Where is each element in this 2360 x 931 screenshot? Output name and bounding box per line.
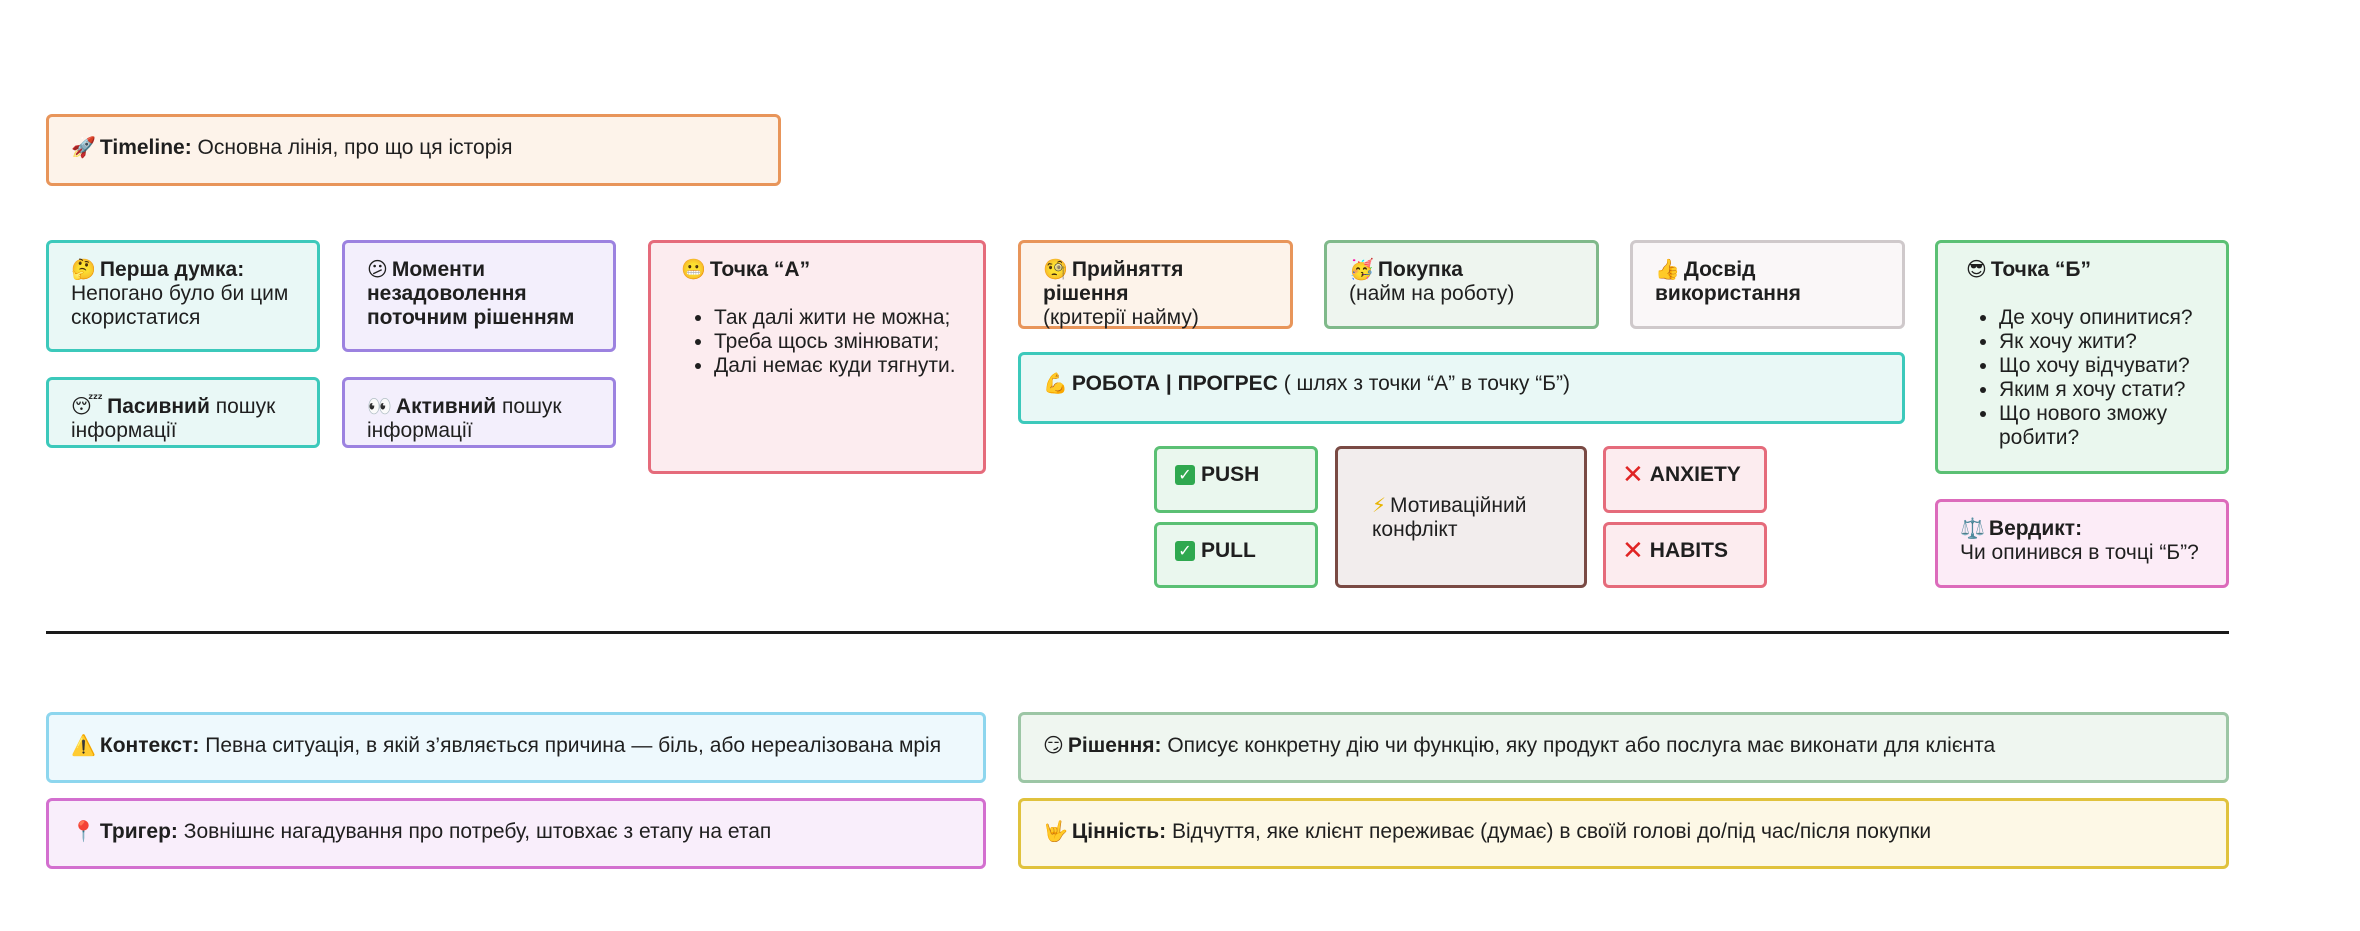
rocket-icon: 🚀 [71,135,96,159]
purchase-text: (найм на роботу) [1349,282,1515,305]
timeline-card[interactable]: 🚀Timeline: Основна лінія, про що ця істо… [46,114,781,186]
usage-label: Досвід використання [1655,258,1801,305]
anxiety-card[interactable]: ✕ANXIETY [1603,446,1767,513]
value-label: Цінність: [1071,820,1167,843]
dissatisfaction-label: Моменти незадоволення поточним рішенням [367,258,575,329]
work-progress-card[interactable]: 💪РОБОТА | ПРОГРЕС ( шлях з точки “А” в т… [1018,352,1905,424]
first-thought-card[interactable]: 🤔Перша думка: Непогано було би цим скори… [46,240,320,352]
list-item: Як хочу жити? [1999,330,2206,354]
solution-text: Описує конкретну дію чи функцію, яку про… [1161,734,1996,757]
habits-label: HABITS [1649,539,1728,562]
context-card[interactable]: ⚠️Контекст: Певна ситуація, в якій з’явл… [46,712,986,783]
active-search-text: пошук інформації [367,395,562,442]
work-progress-label: РОБОТА | ПРОГРЕС [1071,372,1278,395]
grimacing-face-icon: 😬 [681,257,706,281]
passive-search-card[interactable]: 😴Пасивний пошук інформації [46,377,320,448]
list-item: Що нового зможу робити? [1999,402,2206,450]
party-face-icon: 🥳 [1349,257,1374,281]
love-you-gesture-icon: 🤟 [1043,819,1068,843]
decision-card[interactable]: 🧐Прийняття рішення (критерії найму) [1018,240,1293,329]
motivation-text: Мотиваційний конфлікт [1372,494,1527,541]
verdict-label: Вердикт: [1988,517,2083,540]
context-text: Певна ситуація, в якій з’являється причи… [199,734,942,757]
point-a-list: Так далі жити не можна; Треба щось зміню… [681,306,963,378]
active-search-card[interactable]: 👀Активний пошук інформації [342,377,616,448]
point-b-list: Де хочу опинитися? Як хочу жити? Що хочу… [1966,306,2206,450]
thinking-face-icon: 🤔 [71,257,96,281]
lightning-icon: ⚡ [1372,493,1387,517]
thumbs-up-icon: 👍 [1655,257,1680,281]
point-a-card[interactable]: 😬Точка “А” Так далі жити не можна; Треба… [648,240,986,474]
list-item: Треба щось змінювати; [714,330,963,354]
list-item: Далі немає куди тягнути. [714,354,963,378]
list-item: Де хочу опинитися? [1999,306,2206,330]
cross-mark-icon: ✕ [1622,536,1644,566]
trigger-label: Тригер: [99,820,178,843]
decision-label: Прийняття рішення [1043,258,1184,305]
timeline-text: Основна лінія, про що ця історія [191,136,513,159]
list-item: Так далі жити не можна; [714,306,963,330]
eyes-icon: 👀 [367,394,392,418]
anxiety-label: ANXIETY [1649,463,1741,486]
context-label: Контекст: [99,734,200,757]
check-mark-icon: ✓ [1175,465,1195,485]
trigger-text: Зовнішнє нагадування про потребу, штовха… [177,820,772,843]
sunglasses-face-icon: 😎 [1966,257,1987,281]
verdict-text: Чи опинився в точці “Б”? [1960,541,2199,564]
cross-mark-icon: ✕ [1622,460,1644,490]
purchase-label: Покупка [1377,258,1463,281]
check-mark-icon: ✓ [1175,541,1195,561]
push-card[interactable]: ✓ PUSH [1154,446,1318,513]
passive-search-label: Пасивний [107,395,210,418]
confused-face-icon: 😕 [367,257,388,281]
push-label: PUSH [1201,463,1260,486]
scales-icon: ⚖️ [1960,516,1985,540]
sleeping-face-icon: 😴 [71,394,104,418]
trigger-card[interactable]: 📍Тригер: Зовнішнє нагадування про потреб… [46,798,986,869]
dissatisfaction-card[interactable]: 😕Моменти незадоволення поточним рішенням [342,240,616,352]
passive-search-text: пошук інформації [71,395,276,442]
section-divider [46,631,2229,634]
first-thought-text: Непогано було би цим скористатися [71,282,289,329]
active-search-label: Активний [395,395,497,418]
monocle-face-icon: 🧐 [1043,257,1068,281]
purchase-card[interactable]: 🥳Покупка (найм на роботу) [1324,240,1599,329]
warning-icon: ⚠️ [71,733,96,757]
work-progress-text: ( шлях з точки “А” в точку “Б”) [1277,372,1570,395]
motivation-conflict-card[interactable]: ⚡Мотиваційний конфлікт [1335,446,1587,588]
point-a-label: Точка “А” [709,258,811,281]
list-item: Що хочу відчувати? [1999,354,2206,378]
verdict-card[interactable]: ⚖️Вердикт: Чи опинився в точці “Б”? [1935,499,2229,588]
habits-card[interactable]: ✕HABITS [1603,522,1767,588]
value-card[interactable]: 🤟Цінність: Відчуття, яке клієнт пережива… [1018,798,2229,869]
smirking-face-icon: 😏 [1043,733,1064,757]
solution-card[interactable]: 😏Рішення: Описує конкретну дію чи функці… [1018,712,2229,783]
decision-text: (критерії найму) [1043,306,1199,329]
point-b-card[interactable]: 😎Точка “Б” Де хочу опинитися? Як хочу жи… [1935,240,2229,474]
flexed-biceps-icon: 💪 [1043,371,1068,395]
usage-card[interactable]: 👍Досвід використання [1630,240,1905,329]
timeline-label: Timeline: [99,136,192,159]
value-text: Відчуття, яке клієнт переживає (думає) в… [1166,820,1932,843]
pull-label: PULL [1201,539,1256,562]
list-item: Яким я хочу стати? [1999,378,2206,402]
pull-card[interactable]: ✓ PULL [1154,522,1318,588]
first-thought-label: Перша думка: [99,258,245,281]
solution-label: Рішення: [1067,734,1162,757]
pin-icon: 📍 [71,819,96,843]
point-b-label: Точка “Б” [1990,258,2091,281]
